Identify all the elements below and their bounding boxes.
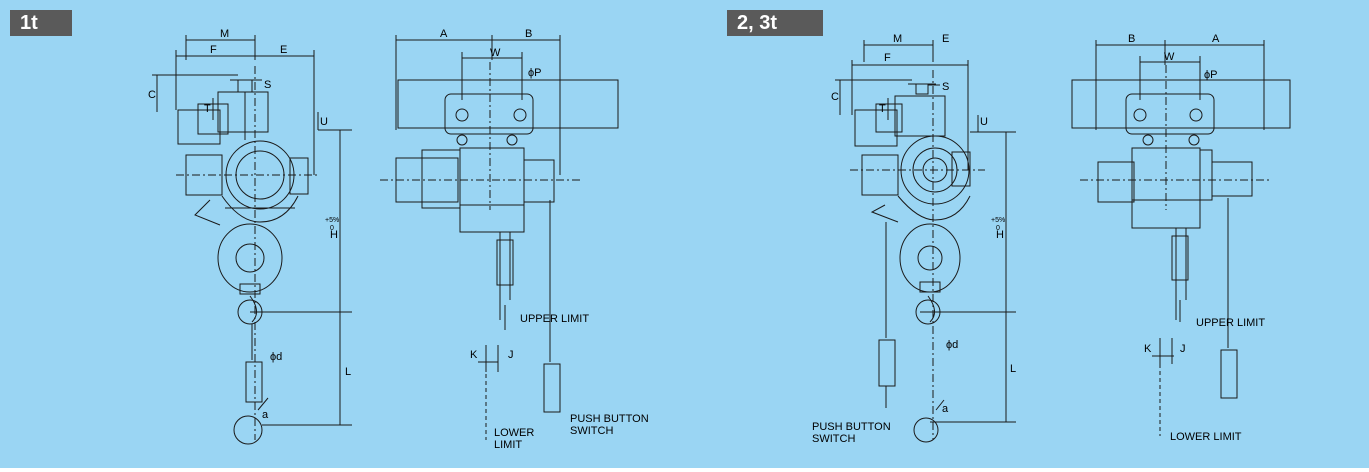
capacity-badge-2-3t: 2, 3t [727,10,823,36]
dim-H-23t: H [996,229,1004,241]
dim-H-tolerance-zero: 0 [330,225,334,232]
dim-A: A [440,28,448,40]
label-lower-limit-23t: LOWER LIMIT [1170,431,1242,443]
dim-d-23t: ϕd [946,339,958,351]
label-lower-limit-2: LIMIT [494,439,522,451]
dim-E-23t: E [942,33,949,45]
dim-M: M [220,28,229,40]
dim-H-tolerance: +5% [325,217,339,224]
dim-U-23t: U [980,116,988,128]
side-view-1t [152,35,352,445]
dim-U: U [320,116,328,128]
dim-H: H [330,229,338,241]
dim-L: L [345,366,351,378]
dim-J: J [508,349,514,361]
side-view-2-3t-labels: M F E C T S U H +5% 0 L ϕd a PUSH BUTTON… [812,33,1016,445]
front-view-1t [380,35,619,440]
dim-P-23t: ϕP [1204,69,1218,81]
label-push-button-2: SWITCH [570,425,613,437]
label-push-button-1: PUSH BUTTON [570,413,649,425]
dim-H-tolerance-23t: +5% [991,217,1005,224]
dim-A-23t: A [1212,33,1220,45]
dim-J-23t: J [1180,343,1186,355]
dim-S: S [264,79,271,91]
dim-M-23t: M [893,33,902,45]
dim-K: K [470,349,478,361]
dim-a-23t: a [942,403,949,415]
dim-S-23t: S [942,81,949,93]
front-view-1t-labels: A B W ϕP K J UPPER LIMIT LOWER LIMIT PUS… [440,28,649,451]
front-view-2-3t-labels: B A W ϕP K J UPPER LIMIT LOWER LIMIT [1128,33,1265,443]
dim-B-23t: B [1128,33,1135,45]
dim-L-23t: L [1010,363,1016,375]
label-push-button-23t-2: SWITCH [812,433,855,445]
dim-P: ϕP [528,67,542,79]
dim-W-23t: W [1164,51,1175,63]
label-lower-limit-1: LOWER [494,427,534,439]
label-push-button-23t-1: PUSH BUTTON [812,421,891,433]
capacity-badge-1t: 1t [10,10,72,36]
dim-H-tolerance-zero-23t: 0 [996,225,1000,232]
dim-C: C [148,89,156,101]
dim-F: F [210,44,217,56]
dim-T: T [204,103,211,115]
dim-C-23t: C [831,91,839,103]
side-view-1t-labels: M F E C T S U H +5% 0 L ϕd a [148,28,351,421]
dim-F-23t: F [884,52,891,64]
dim-d: ϕd [270,351,282,363]
dim-B: B [525,28,532,40]
label-upper-limit: UPPER LIMIT [520,313,589,325]
front-view-2-3t [1071,40,1291,436]
dim-K-23t: K [1144,343,1152,355]
dim-a: a [262,409,269,421]
side-view-2-3t [835,40,1016,443]
label-upper-limit-23t: UPPER LIMIT [1196,317,1265,329]
dim-W: W [490,47,501,59]
dim-E: E [280,44,287,56]
dim-T-23t: T [879,103,886,115]
